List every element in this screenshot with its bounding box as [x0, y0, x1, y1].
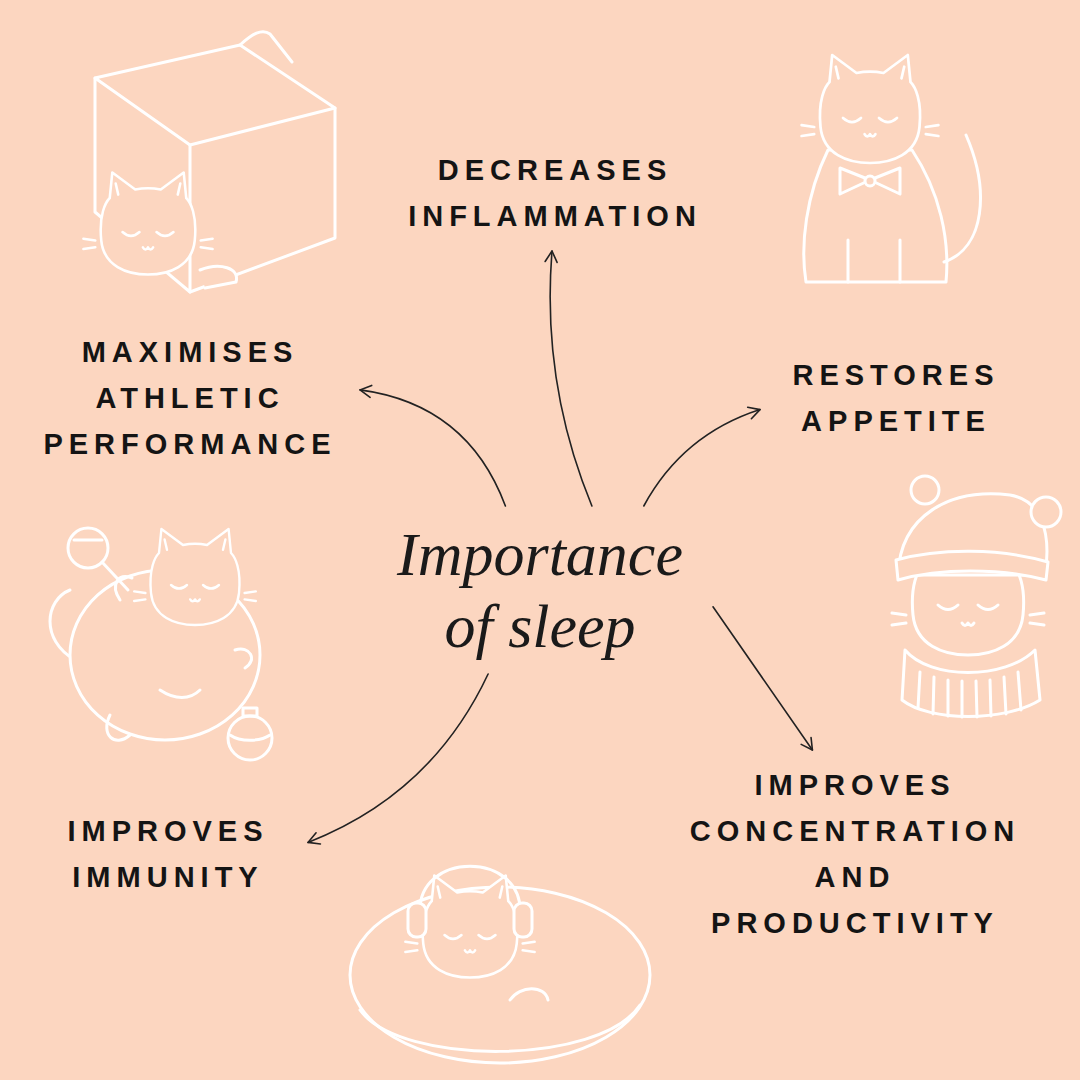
sleeping-cat	[350, 866, 650, 1063]
box-cat	[83, 32, 335, 292]
benefit-text: MAXIMISES ATHLETIC PERFORMANCE	[26, 329, 348, 467]
bow-tie-cat	[802, 55, 981, 282]
benefit-text: IMPROVES CONCENTRATION AND PRODUCTIVITY	[666, 762, 1038, 946]
playing-cat	[50, 528, 272, 760]
winter-cat	[892, 476, 1061, 717]
benefit-text: IMPROVES IMMUNITY	[34, 808, 296, 900]
benefit-label: MAXIMISES ATHLETIC PERFORMANCE	[22, 325, 352, 471]
curved-arrow	[713, 607, 812, 750]
curved-arrow	[308, 674, 488, 842]
benefit-label: IMPROVES CONCENTRATION AND PRODUCTIVITY	[662, 758, 1042, 950]
benefit-text: RESTORES APPETITE	[772, 352, 1014, 444]
benefit-text: DECREASES INFLAMMATION	[371, 147, 733, 239]
benefit-label: IMPROVES IMMUNITY	[30, 804, 300, 904]
benefit-label: DECREASES INFLAMMATION	[367, 143, 737, 243]
hub-title: Importance of sleep	[375, 514, 705, 666]
curved-arrow	[550, 251, 592, 506]
benefit-label: RESTORES APPETITE	[768, 348, 1018, 448]
curved-arrow	[360, 390, 505, 506]
curved-arrow	[644, 410, 760, 506]
hub-text: Importance of sleep	[379, 518, 701, 662]
